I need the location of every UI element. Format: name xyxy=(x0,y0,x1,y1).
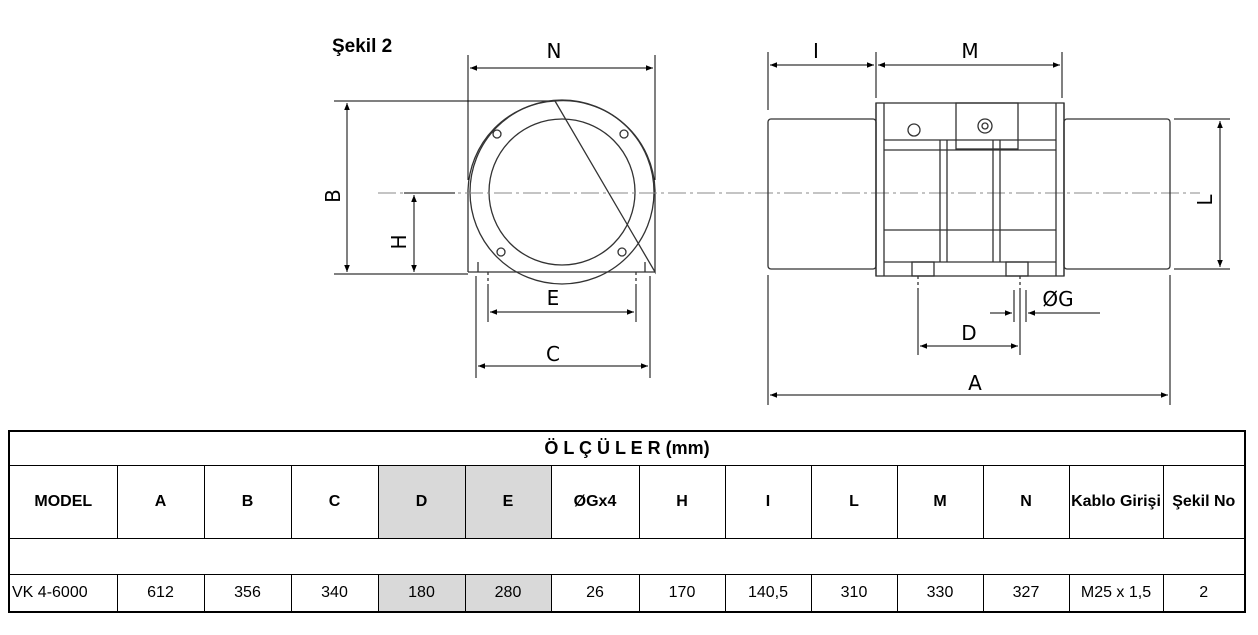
header-n: N xyxy=(982,465,1070,539)
label-c: C xyxy=(546,342,560,366)
label-d: D xyxy=(961,321,976,345)
figure-title: Şekil 2 xyxy=(332,36,393,57)
front-view-dimensions xyxy=(334,55,656,378)
cell-kablo: M25 x 1,5 xyxy=(1068,574,1164,613)
header-d: D xyxy=(377,465,466,539)
label-g: ØG xyxy=(1042,287,1073,311)
label-n: N xyxy=(547,39,562,63)
label-l: L xyxy=(1193,194,1217,206)
label-i: I xyxy=(813,39,819,63)
header-a: A xyxy=(116,465,205,539)
header-l: L xyxy=(810,465,898,539)
cell-d: 180 xyxy=(377,574,466,613)
technical-drawing: N B H E C I M L D ØG A xyxy=(321,39,1230,405)
table-spacer-row xyxy=(8,538,1246,575)
header-model: MODEL xyxy=(8,465,118,539)
cell-g: 26 xyxy=(550,574,640,613)
label-a: A xyxy=(968,371,982,395)
label-h: H xyxy=(387,234,411,249)
header-g: ØGx4 xyxy=(550,465,640,539)
header-m: M xyxy=(896,465,984,539)
side-view-dimensions xyxy=(767,52,1230,405)
cell-a: 612 xyxy=(116,574,205,613)
cell-sekil-no: 2 xyxy=(1162,574,1246,613)
table-header-row: MODEL A B C D E ØGx4 H I L M N Kablo Gir… xyxy=(8,465,1246,539)
header-h: H xyxy=(638,465,726,539)
label-e: E xyxy=(547,286,560,310)
cell-h: 170 xyxy=(638,574,726,613)
header-kablo: Kablo Girişi xyxy=(1068,465,1164,539)
table-row: VK 4-6000 612 356 340 180 280 26 170 140… xyxy=(8,574,1246,613)
cell-i: 140,5 xyxy=(724,574,812,613)
cell-b: 356 xyxy=(203,574,292,613)
dimensions-table: Ö L Ç Ü L E R (mm) MODEL A B C D E ØGx4 … xyxy=(8,430,1247,613)
label-m: M xyxy=(961,39,978,63)
cell-e: 280 xyxy=(464,574,552,613)
cell-n: 327 xyxy=(982,574,1070,613)
label-b: B xyxy=(321,189,345,203)
dimension-labels: N B H E C I M L D ØG A xyxy=(321,39,1217,395)
front-view xyxy=(467,99,656,285)
cell-m: 330 xyxy=(896,574,984,613)
header-sekil-no: Şekil No xyxy=(1162,465,1246,539)
side-view xyxy=(767,102,1171,290)
cell-l: 310 xyxy=(810,574,898,613)
table-title: Ö L Ç Ü L E R (mm) xyxy=(8,430,1246,466)
cell-model: VK 4-6000 xyxy=(8,574,118,613)
header-b: B xyxy=(203,465,292,539)
header-c: C xyxy=(290,465,379,539)
header-e: E xyxy=(464,465,552,539)
header-i: I xyxy=(724,465,812,539)
cell-c: 340 xyxy=(290,574,379,613)
